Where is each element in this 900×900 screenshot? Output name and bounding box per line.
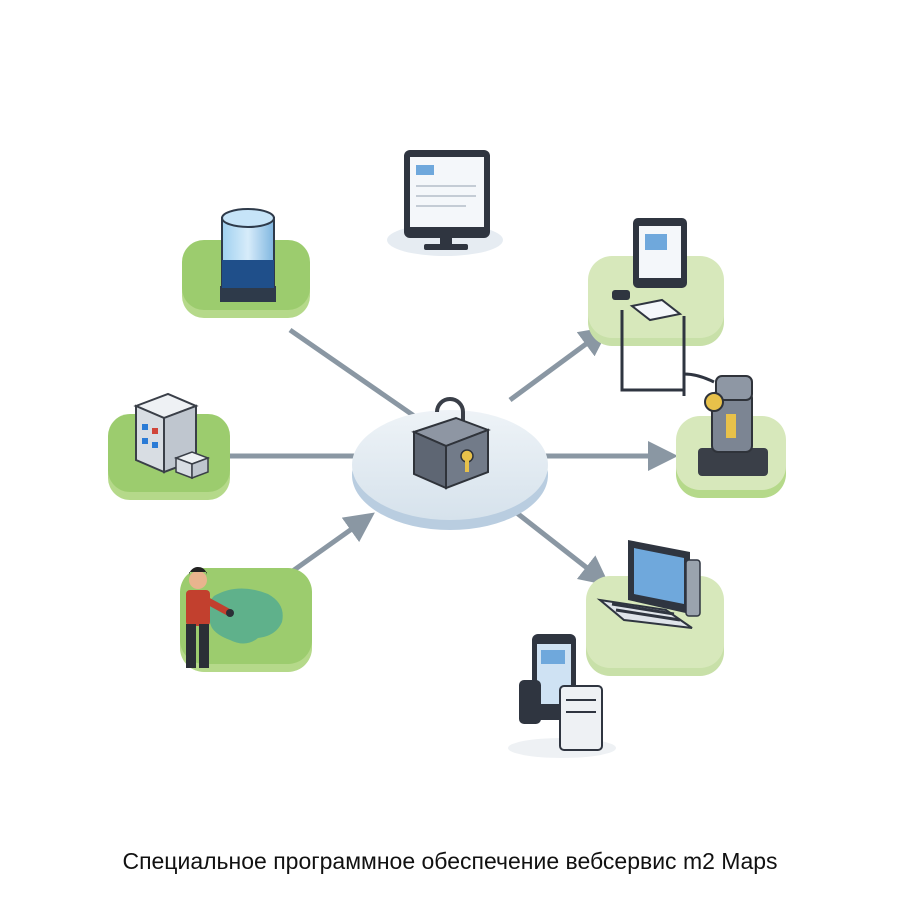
mobile-devices-node [508, 634, 616, 758]
desktop-node [588, 218, 724, 396]
person-map-node [180, 566, 312, 672]
industrial-sensor-icon [683, 372, 768, 476]
desktop-computer-icon [612, 218, 687, 396]
laptop-icon [596, 540, 701, 629]
mobile-devices-icon [519, 634, 603, 751]
monitor-node [387, 150, 503, 256]
monitor-icon [404, 150, 490, 250]
person-map-icon [186, 566, 234, 668]
central-lock-icon [411, 397, 491, 490]
sensor-node [676, 372, 786, 498]
central-hub [352, 397, 548, 530]
connector-desktop [508, 326, 610, 403]
connector-database [288, 327, 422, 423]
database-node [182, 208, 310, 318]
diagram-caption: Специальное программное обеспечение вебс… [122, 848, 778, 874]
laptop-node [586, 540, 724, 676]
database-icon [220, 208, 276, 302]
building-icon [133, 392, 211, 480]
building-node [108, 392, 230, 500]
